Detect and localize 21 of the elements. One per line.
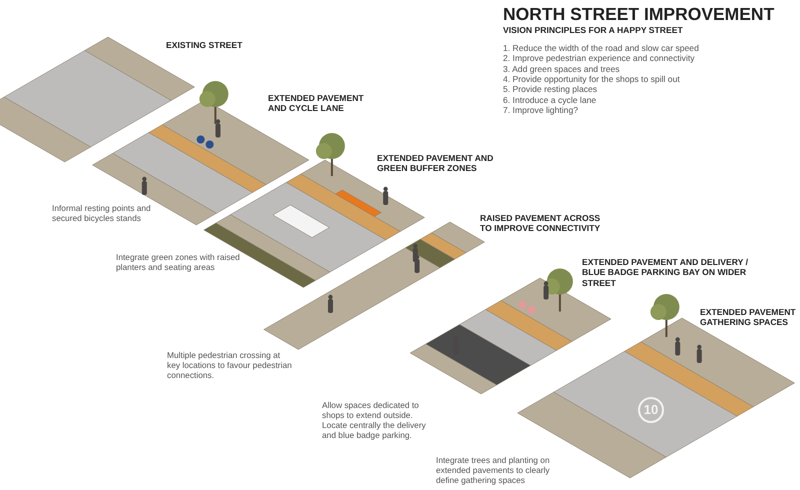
- title: NORTH STREET IMPROVEMENT: [503, 4, 774, 25]
- list-item: 5. Provide resting places: [503, 84, 598, 94]
- list-item: 1. Reduce the width of the road and slow car speed: [503, 43, 699, 54]
- list-item: 6. Introduce a cycle lane: [503, 94, 596, 105]
- section-heading: EXTENDED PAVEMENT AND CYCLE LANE: [268, 93, 365, 114]
- list-item: 4. Provide opportunity for the shops to spill out: [503, 74, 680, 84]
- description-text: Informal resting points and secured bicycles stands: [52, 203, 152, 224]
- description-text: Allow spaces dedicated to shops to extend outside. Locate centrally the delivery and blue badge parking.: [322, 400, 427, 440]
- subtitle: VISION PRINCIPLES FOR A HAPPY STREET: [503, 25, 683, 36]
- road-marking: 10: [638, 397, 664, 423]
- description-text: Integrate trees and planting on extended pavements to clearly define gathering spaces: [436, 455, 551, 486]
- description-text: Multiple pedestrian crossing at key locations to favour pedestrian connections.: [167, 350, 293, 380]
- section-heading: EXISTING STREET: [166, 40, 242, 50]
- list-item: 3. Add green spaces and trees: [503, 64, 620, 74]
- list-item: 2. Improve pedestrian experience and connectivity: [503, 53, 695, 64]
- section-heading: EXTENDED PAVEMENT AND DELIVERY / BLUE BADGE PARKING BAY ON WIDER STREET: [582, 257, 750, 288]
- description-text: Integrate green zones with raised planters and seating areas: [116, 252, 240, 272]
- list-item: 7. Improve lighting?: [503, 104, 578, 116]
- section-heading: RAISED PAVEMENT ACROSS TO IMPROVE CONNECTIVITY: [480, 213, 602, 234]
- section-heading: EXTENDED PAVEMENT GATHERING SPACES: [700, 307, 797, 328]
- section-heading: EXTENDED PAVEMENT AND GREEN BUFFER ZONES: [377, 153, 494, 174]
